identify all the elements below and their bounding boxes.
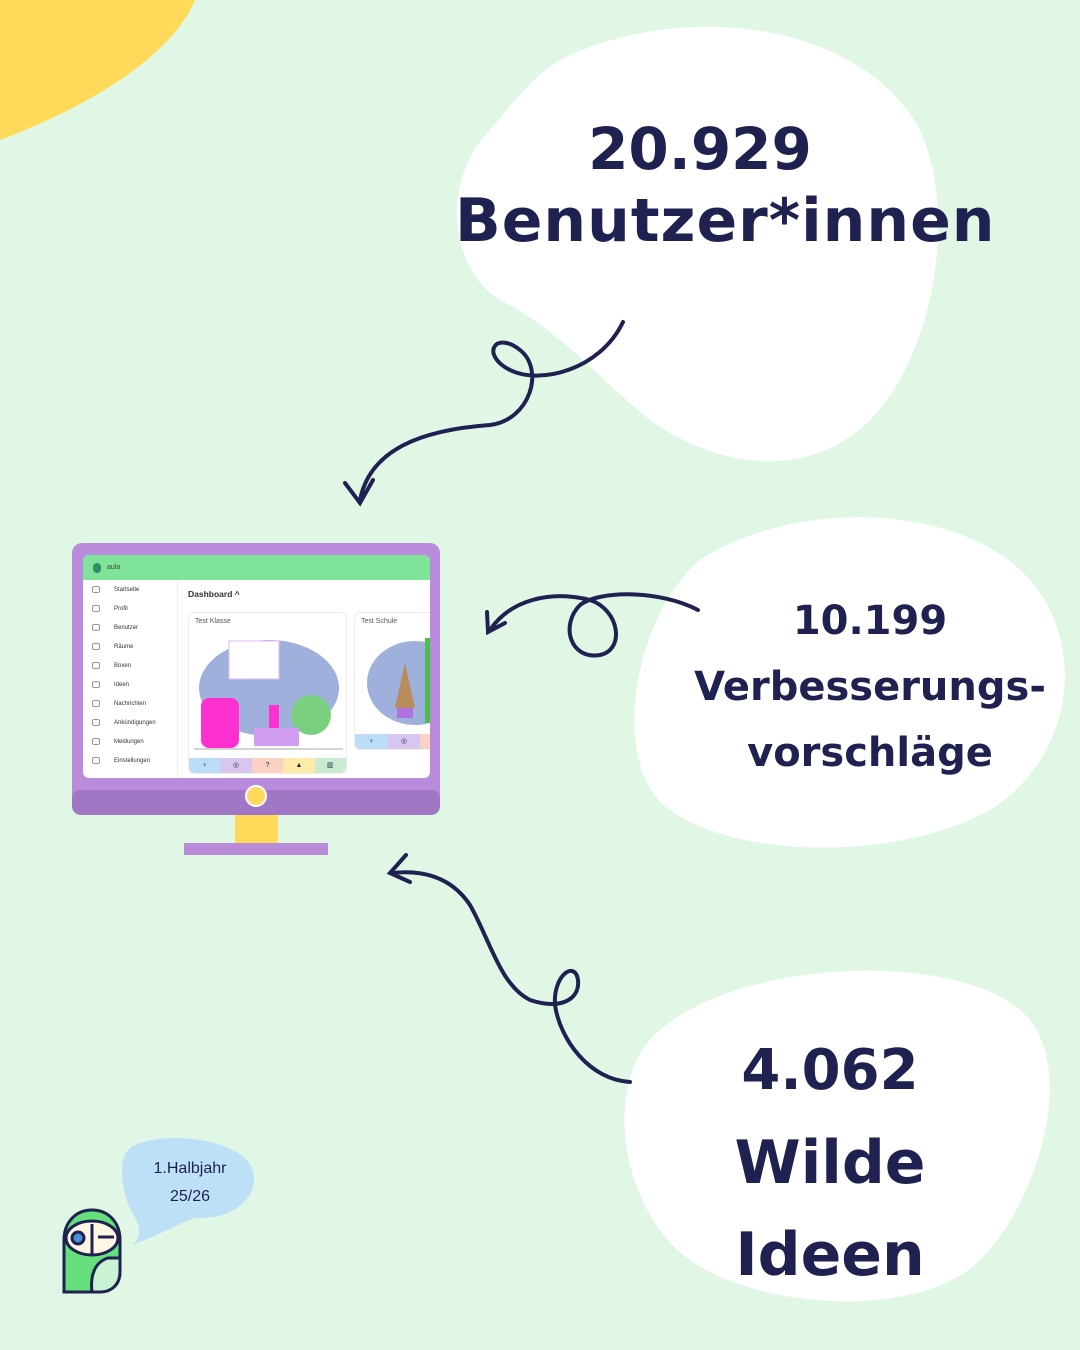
card-title: Test Klasse — [195, 618, 231, 625]
vote-icon: ▲ — [283, 758, 315, 773]
gear-icon — [92, 757, 100, 764]
sidebar-label: Ankündigungen — [114, 719, 156, 726]
chat-icon: ◎ — [387, 734, 421, 749]
sidebar-label: Startseite — [114, 586, 140, 593]
white-blob-top — [457, 26, 939, 462]
stat-users-number: 20.929 — [588, 115, 812, 183]
app-screenshot: aula Startseite Profil Benutzer Räume Bo… — [83, 555, 430, 778]
rooms-icon — [92, 643, 100, 650]
users-icon — [92, 624, 100, 631]
flag-icon — [92, 738, 100, 745]
stat-suggestions-label-1: Verbesserungs- — [694, 664, 1046, 710]
speech-line-1: 1.Halbjahr — [153, 1160, 227, 1177]
sidebar-label: Räume — [114, 643, 134, 650]
stat-ideas-label: Wilde Ideen — [734, 1128, 926, 1290]
question-icon: ? — [420, 734, 430, 749]
bulb-icon: ♀ — [189, 758, 221, 773]
app-sidebar: Startseite Profil Benutzer Räume Boxen I… — [83, 580, 178, 778]
speech-line-2: 25/26 — [169, 1188, 211, 1205]
sidebar-item[interactable]: Nachrichten — [83, 694, 177, 713]
school-illustration — [367, 638, 430, 725]
phase-strip: ♀◎? — [355, 734, 430, 749]
sidebar-item[interactable]: Startseite — [83, 580, 177, 599]
owl-logo — [62, 1208, 122, 1294]
sidebar-label: Meldungen — [114, 738, 144, 745]
results-icon: ▥ — [314, 758, 346, 773]
stat-ideas-number: 4.062 — [741, 1038, 919, 1103]
bulb-icon: ♀ — [355, 734, 388, 749]
sidebar-item[interactable]: Benutzer — [83, 618, 177, 637]
box-icon — [92, 662, 100, 669]
mail-icon — [92, 700, 100, 707]
sidebar-item[interactable]: Meldungen — [83, 732, 177, 751]
sidebar-label: Boxen — [114, 662, 132, 669]
sidebar-label: Profil — [114, 605, 128, 612]
arrow-middle — [488, 592, 700, 658]
monitor-base — [184, 843, 328, 855]
sidebar-label: Nachrichten — [114, 700, 147, 707]
arrow-top-head — [343, 478, 375, 507]
profile-icon — [92, 605, 100, 612]
stat-ideas: 4.062 Wilde Ideen — [630, 1025, 1030, 1301]
app-logo-icon — [93, 562, 101, 573]
bulb-icon — [92, 681, 100, 688]
stat-suggestions-label-2: vorschläge — [747, 730, 993, 776]
sidebar-item[interactable]: Profil — [83, 599, 177, 618]
sidebar-item[interactable]: Ankündigungen — [83, 713, 177, 732]
sidebar-label: Einstellungen — [114, 757, 151, 764]
sidebar-label: Ideen — [114, 681, 130, 688]
sidebar-item[interactable]: Ideen — [83, 675, 177, 694]
arrow-bottom-head — [386, 853, 412, 884]
speech-text: 1.Halbjahr 25/26 — [140, 1155, 240, 1211]
arrow-middle-head — [485, 610, 507, 636]
yellow-blob — [0, 0, 195, 140]
monitor-power-button — [245, 785, 267, 807]
stat-users-label: Benutzer*innen — [455, 185, 996, 256]
app-main: Dashboard ^ Test Klasse ♀◎?▲▥ Test Schul… — [179, 580, 430, 778]
home-icon — [92, 586, 100, 593]
speech-bubble — [122, 1138, 255, 1245]
sidebar-item[interactable]: Räume — [83, 637, 177, 656]
card-title: Test Schule — [361, 618, 398, 625]
question-icon: ? — [251, 758, 284, 773]
room-card[interactable]: Test Schule ♀◎? — [354, 612, 430, 750]
app-header: aula — [83, 555, 430, 580]
phase-strip: ♀◎?▲▥ — [189, 758, 346, 773]
stat-suggestions: 10.199 Verbesserungs- vorschläge — [680, 588, 1060, 786]
megaphone-icon — [92, 719, 100, 726]
white-blob-middle — [634, 517, 1065, 848]
arrow-top — [358, 320, 625, 502]
stat-suggestions-number: 10.199 — [792, 598, 948, 644]
stat-users: 20.929 Benutzer*innen — [455, 115, 996, 257]
sidebar-item[interactable]: Boxen — [83, 656, 177, 675]
white-blob-bottom — [624, 970, 1050, 1302]
classroom-illustration — [194, 640, 343, 750]
chevron-up-icon[interactable]: ^ — [234, 589, 240, 599]
arrow-bottom — [390, 870, 632, 1084]
dashboard-title[interactable]: Dashboard — [188, 589, 233, 599]
room-card[interactable]: Test Klasse ♀◎?▲▥ — [188, 612, 347, 774]
sidebar-item[interactable]: Einstellungen — [83, 751, 177, 770]
app-brand: aula — [107, 564, 121, 571]
sidebar-label: Benutzer — [114, 624, 139, 631]
chat-icon: ◎ — [220, 758, 252, 773]
